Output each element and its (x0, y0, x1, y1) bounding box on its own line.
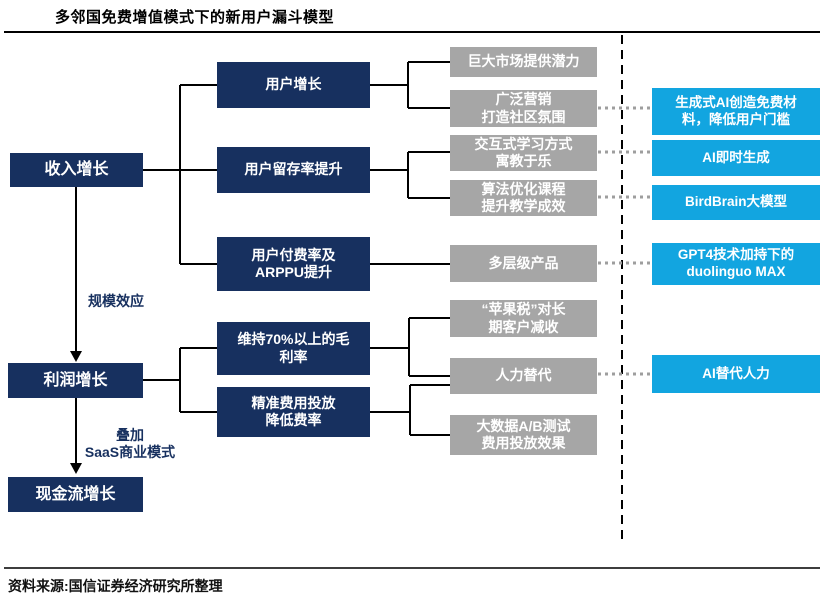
node-gpt4-duolingo-max: GPT4技术加持下的 duolinguo MAX (652, 243, 820, 285)
node-gross-margin: 维持70%以上的毛 利率 (217, 322, 370, 375)
node-genai-free-materials: 生成式AI创造免费材 料，降低用户门槛 (652, 88, 820, 135)
node-labor-substitution: 人力替代 (450, 358, 597, 394)
footer-divider (4, 567, 820, 569)
profit-bracket (143, 347, 217, 413)
node-birdbrain-model: BirdBrain大模型 (652, 185, 820, 220)
user-growth-bracket (370, 61, 450, 109)
node-payment-arppu: 用户付费率及 ARPPU提升 (217, 237, 370, 291)
node-interactive-learning: 交互式学习方式 寓教于乐 (450, 135, 597, 171)
node-apple-tax: “苹果税”对长 期客户减收 (450, 300, 597, 337)
node-user-growth: 用户增长 (217, 62, 370, 108)
node-market-potential: 巨大市场提供潜力 (450, 47, 597, 77)
node-algorithm-courses: 算法优化课程 提升教学成效 (450, 180, 597, 216)
node-marketing-community: 广泛营销 打造社区氛围 (450, 90, 597, 127)
node-ab-testing: 大数据A/B测试 费用投放效果 (450, 415, 597, 455)
retention-bracket (370, 151, 450, 199)
node-multi-tier-products: 多层级产品 (450, 245, 597, 282)
node-retention: 用户留存率提升 (217, 147, 370, 193)
label-saas-model: 叠加 SaaS商业模式 (84, 427, 176, 460)
expense-bracket (370, 384, 450, 436)
node-ai-replaces-labor: AI替代人力 (652, 355, 820, 393)
margin-bracket (370, 317, 450, 377)
scale-effect-arrow (70, 187, 82, 362)
node-profit-growth: 利润增长 (8, 363, 143, 398)
label-scale-effect: 规模效应 (88, 293, 144, 309)
node-expense-efficiency: 精准费用投放 降低费率 (217, 387, 370, 437)
source-note: 资料来源:国信证券经济研究所整理 (8, 578, 223, 594)
node-cashflow-growth: 现金流增长 (8, 477, 143, 512)
node-ai-instant-generation: AI即时生成 (652, 140, 820, 176)
ai-dotted-links (598, 106, 651, 376)
revenue-bracket (143, 84, 217, 265)
node-revenue-growth: 收入增长 (10, 153, 143, 187)
title-divider (4, 31, 820, 33)
page-title: 多邻国免费增值模式下的新用户漏斗模型 (55, 9, 335, 26)
